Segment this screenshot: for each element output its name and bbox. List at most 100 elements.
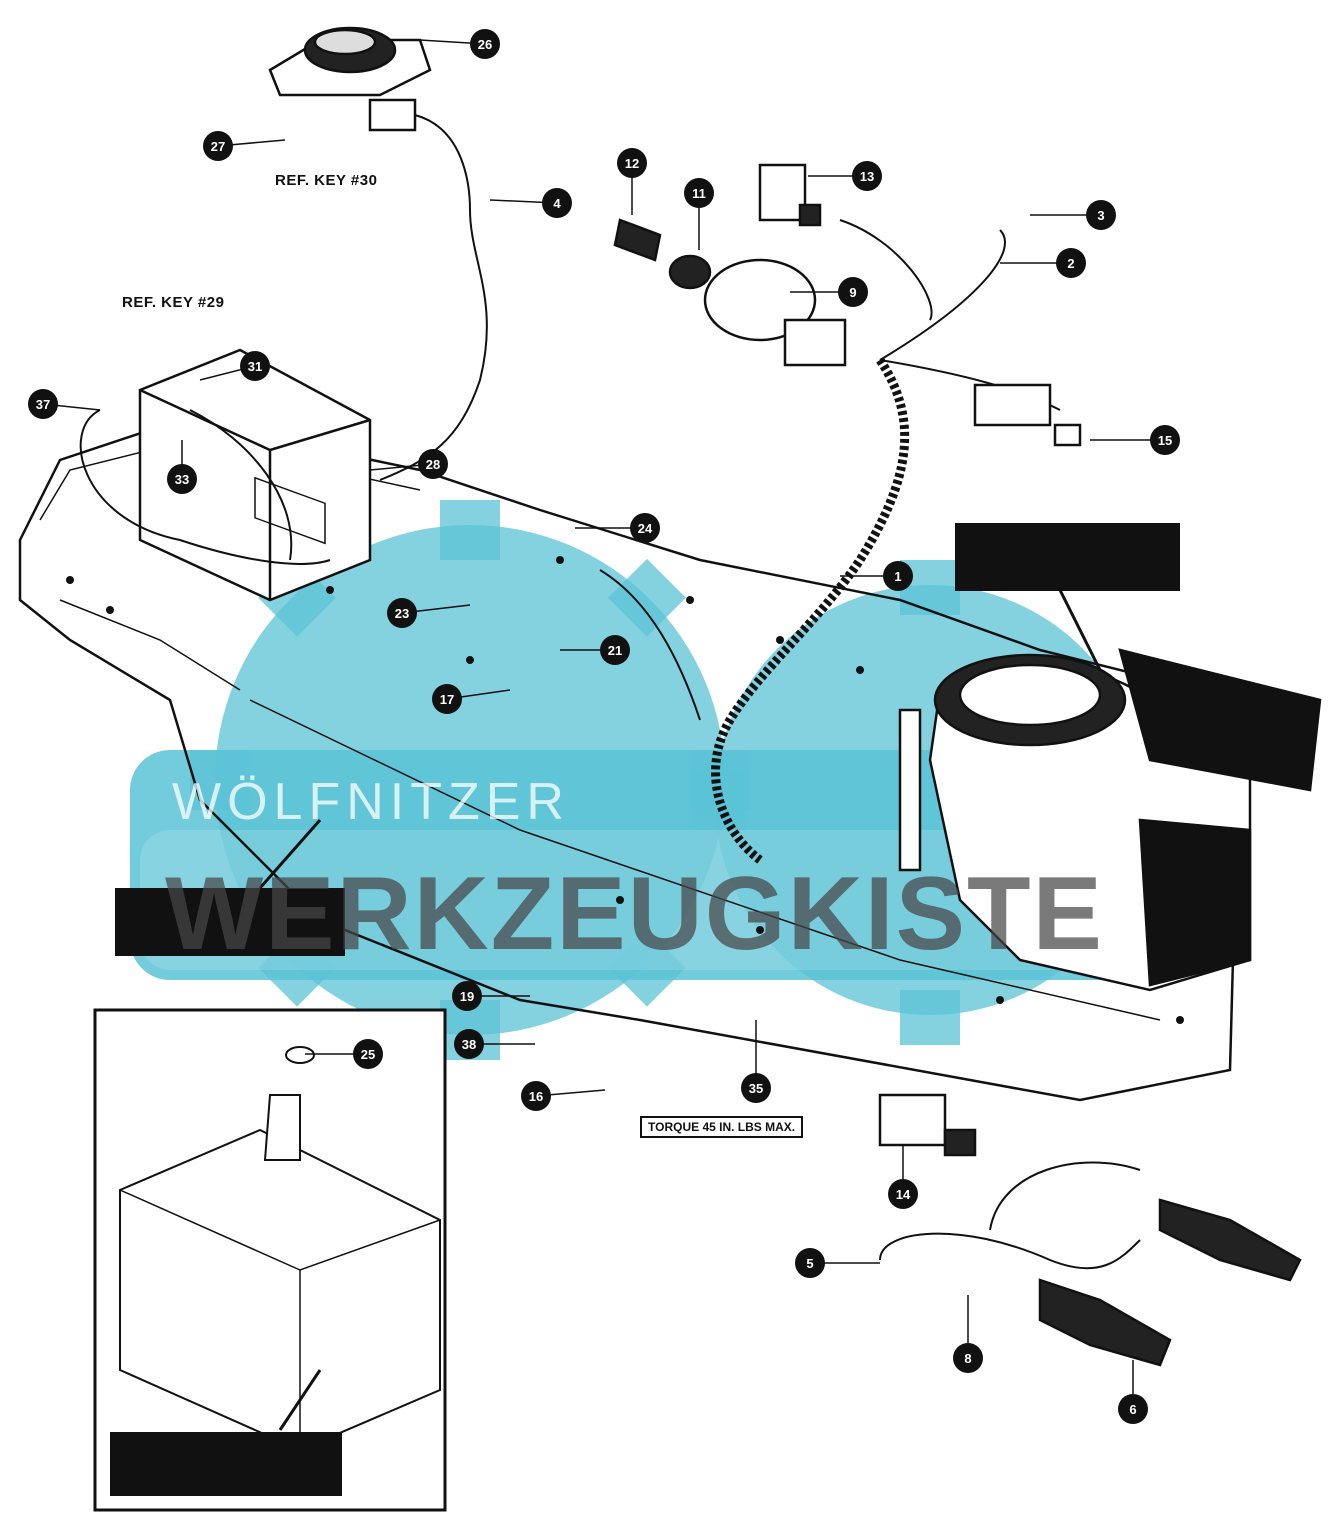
callout-8: 8 [953,1295,983,1373]
callout-number: 3 [1097,208,1104,223]
callout-bullet [1056,248,1086,278]
solenoid-wire [379,114,488,481]
callout-bullet [470,29,500,59]
frame-holes [66,556,1184,1024]
ref-key-30-label: REF. KEY #30 [275,172,378,189]
battery [138,348,372,602]
callout-bullet [741,1073,771,1103]
callout-bullet [28,389,58,419]
callout-5: 5 [795,1248,880,1278]
callout-31: 31 [199,351,270,381]
callout-bullet [852,161,882,191]
torque-note: TORQUE 45 IN. LBS MAX. [640,1116,804,1138]
callout-24: 24 [575,513,660,543]
callout-bullet [167,464,197,494]
callout-bullet [240,351,270,381]
callout-bullet [542,188,572,218]
callout-9: 9 [790,277,868,307]
callout-bullet [1118,1394,1148,1424]
callout-number: 25 [361,1047,375,1062]
callout-bullet [630,513,660,543]
callout-number: 35 [749,1081,763,1096]
callout-25: 25 [305,1039,383,1069]
callout-bullet [617,148,647,178]
callout-number: 38 [462,1037,476,1052]
callout-number: 23 [395,606,409,621]
callout-number: 21 [608,643,622,658]
callout-number: 8 [964,1351,971,1366]
callout-bullet [454,1029,484,1059]
callout-26: 26 [419,29,500,59]
callout-6: 6 [1118,1360,1148,1424]
callout-number: 17 [440,692,454,707]
callout-37: 37 [28,389,101,419]
callout-12: 12 [617,148,647,215]
callout-bullet [432,684,462,714]
label-block-engine [955,523,1180,591]
callout-number: 31 [248,359,262,374]
callout-bullet [953,1343,983,1373]
callout-17: 17 [432,684,511,714]
connector-15 [973,383,1082,447]
callout-number: 12 [625,156,639,171]
callout-38: 38 [454,1029,535,1059]
callout-bullet [353,1039,383,1069]
callout-bullet [203,131,233,161]
callout-19: 19 [452,981,530,1011]
callout-1: 1 [840,561,913,591]
callout-bullet [684,178,714,208]
callout-number: 4 [553,196,561,211]
ignition-switch [613,218,847,367]
callout-bullet [888,1179,918,1209]
callout-number: 24 [638,521,653,536]
callout-14: 14 [888,1145,918,1209]
callout-bullet [387,598,417,628]
callout-21: 21 [560,635,630,665]
label-pointer-frame [258,819,322,889]
callout-number: 9 [849,285,856,300]
callout-23: 23 [387,598,471,628]
callout-bullet [418,449,448,479]
callout-27: 27 [203,131,286,161]
callout-bullet [795,1248,825,1278]
callout-number: 15 [1158,433,1172,448]
callout-number: 11 [692,186,706,201]
callout-number: 28 [426,457,440,472]
callout-number: 6 [1129,1402,1136,1417]
label-pointer-engine [1058,589,1102,671]
callout-33: 33 [167,440,197,494]
callout-35: 35 [741,1020,771,1103]
callout-bullet [883,561,913,591]
callout-16: 16 [521,1081,606,1111]
callout-number: 19 [460,989,474,1004]
label-block-frame [115,888,345,956]
callout-number: 1 [894,569,901,584]
callout-bullet [838,277,868,307]
callout-bullet [1086,200,1116,230]
watermark-line2: WERKZEUGKISTE [165,856,1104,972]
callout-15: 15 [1090,425,1180,455]
callout-bullet [521,1081,551,1111]
battery-cables [79,409,331,565]
watermark-line1: WÖLFNITZER [172,773,570,831]
callout-bullet [452,981,482,1011]
ref-key-29-label: REF. KEY #29 [122,294,225,311]
callout-number: 26 [478,37,492,52]
callout-bullet [600,635,630,665]
callout-13: 13 [808,161,882,191]
callout-number: 13 [860,169,874,184]
callout-bullet [1150,425,1180,455]
callout-4: 4 [489,188,572,218]
connector-13 [758,163,822,227]
callout-number: 16 [529,1089,543,1104]
inset-panel [93,1008,447,1512]
callout-number: 5 [806,1256,813,1271]
engine [898,648,1322,992]
callout-number: 27 [211,139,225,154]
callout-3: 3 [1030,200,1116,230]
callout-layer: 2627412111332915313733282412321171938162… [28,29,1180,1424]
callout-number: 14 [896,1187,911,1202]
seat-switch-assembly [878,1093,1302,1367]
